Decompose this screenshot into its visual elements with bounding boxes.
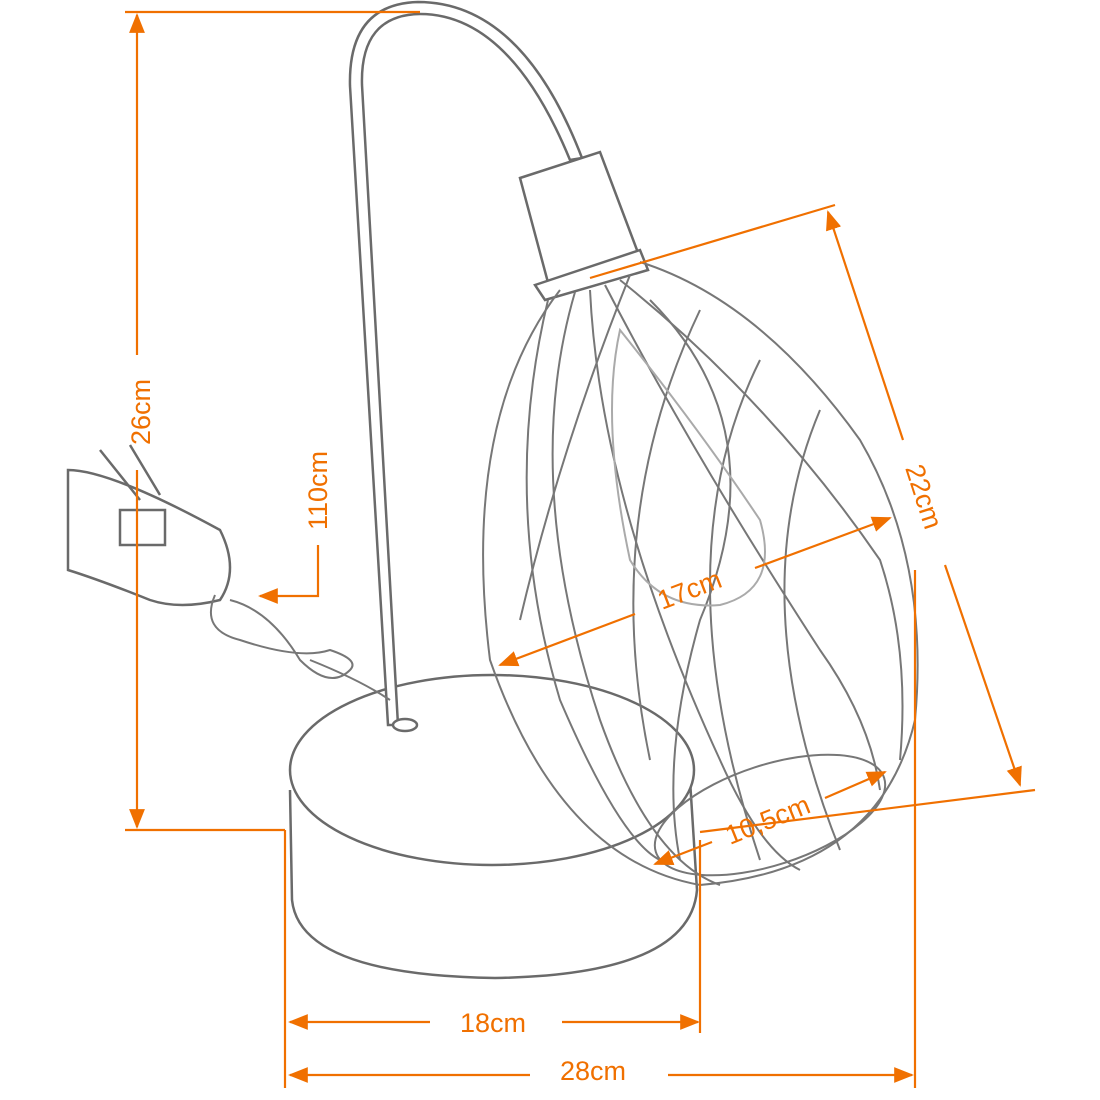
label-total-width: 28cm	[560, 1056, 626, 1086]
dimension-total-height: 26cm	[125, 10, 420, 832]
dimension-cable-length: 110cm	[258, 451, 333, 604]
label-total-height: 26cm	[126, 379, 156, 445]
lamp-base	[288, 673, 699, 980]
label-base-diameter: 18cm	[460, 1008, 526, 1038]
dimension-base-diameter: 18cm	[288, 840, 702, 1038]
label-shade-length: 22cm	[899, 461, 948, 533]
label-shade-width: 17cm	[653, 564, 725, 616]
label-cable-length: 110cm	[303, 451, 333, 530]
lamp-cage	[482, 261, 919, 887]
dimension-total-width: 28cm	[283, 570, 917, 1088]
lamp-arm	[348, 0, 584, 727]
lamp-illustration	[66, 0, 919, 980]
power-plug	[66, 444, 391, 701]
